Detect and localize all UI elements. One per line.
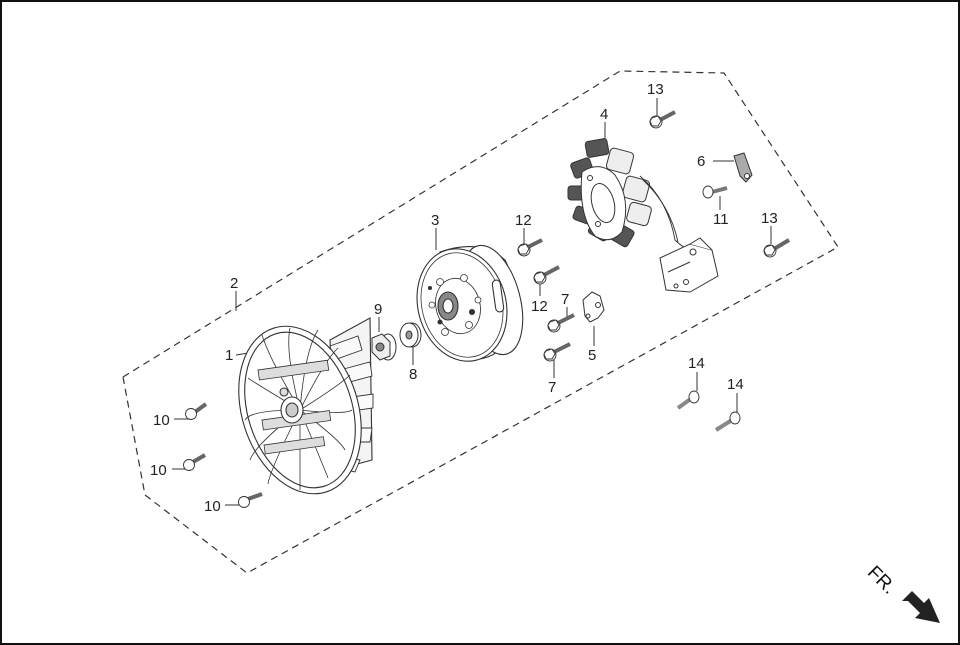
clamp — [733, 152, 753, 183]
callout-11: 11 — [713, 211, 729, 228]
socket-bolt-14a — [676, 390, 700, 410]
bolt-10a — [185, 402, 208, 420]
callout-8: 8 — [409, 366, 418, 383]
callout-4: 4 — [600, 106, 609, 123]
cooling-fan — [238, 317, 374, 495]
bolt-10c — [238, 492, 263, 508]
bolt-10b — [183, 453, 207, 471]
bolt-12b — [533, 265, 560, 285]
leader-lines — [172, 98, 772, 506]
callout-7b: 7 — [548, 379, 557, 396]
washer — [399, 322, 422, 348]
bolt-7a — [547, 313, 575, 333]
callout-10c: 10 — [204, 498, 221, 515]
stator — [567, 138, 713, 256]
callout-14b: 14 — [727, 376, 744, 393]
bolt-13a — [649, 110, 676, 129]
callout-5: 5 — [588, 347, 597, 364]
callout-13b: 13 — [761, 210, 778, 227]
callout-10a: 10 — [153, 412, 170, 429]
nut — [371, 333, 397, 361]
callout-13a: 13 — [647, 81, 664, 98]
arrow-down-right-icon — [902, 591, 940, 623]
callout-1: 1 — [225, 347, 234, 364]
callout-9: 9 — [374, 301, 383, 318]
callout-7a: 7 — [561, 291, 570, 308]
flywheel-rotor — [416, 244, 524, 362]
callout-12a: 12 — [515, 212, 532, 229]
screw-11 — [702, 185, 728, 199]
pickup-coil — [659, 237, 719, 293]
callout-10b: 10 — [150, 462, 167, 479]
callout-6: 6 — [697, 153, 706, 170]
callout-3: 3 — [431, 212, 440, 229]
callout-14a: 14 — [688, 355, 705, 372]
bolt-12a — [517, 238, 543, 257]
bracket — [582, 291, 605, 323]
callout-12b: 12 — [531, 298, 548, 315]
callout-2: 2 — [230, 275, 239, 292]
bolt-7b — [543, 342, 571, 362]
bolt-13b — [763, 238, 791, 258]
socket-bolt-14b — [714, 411, 741, 432]
bolts — [183, 110, 791, 508]
